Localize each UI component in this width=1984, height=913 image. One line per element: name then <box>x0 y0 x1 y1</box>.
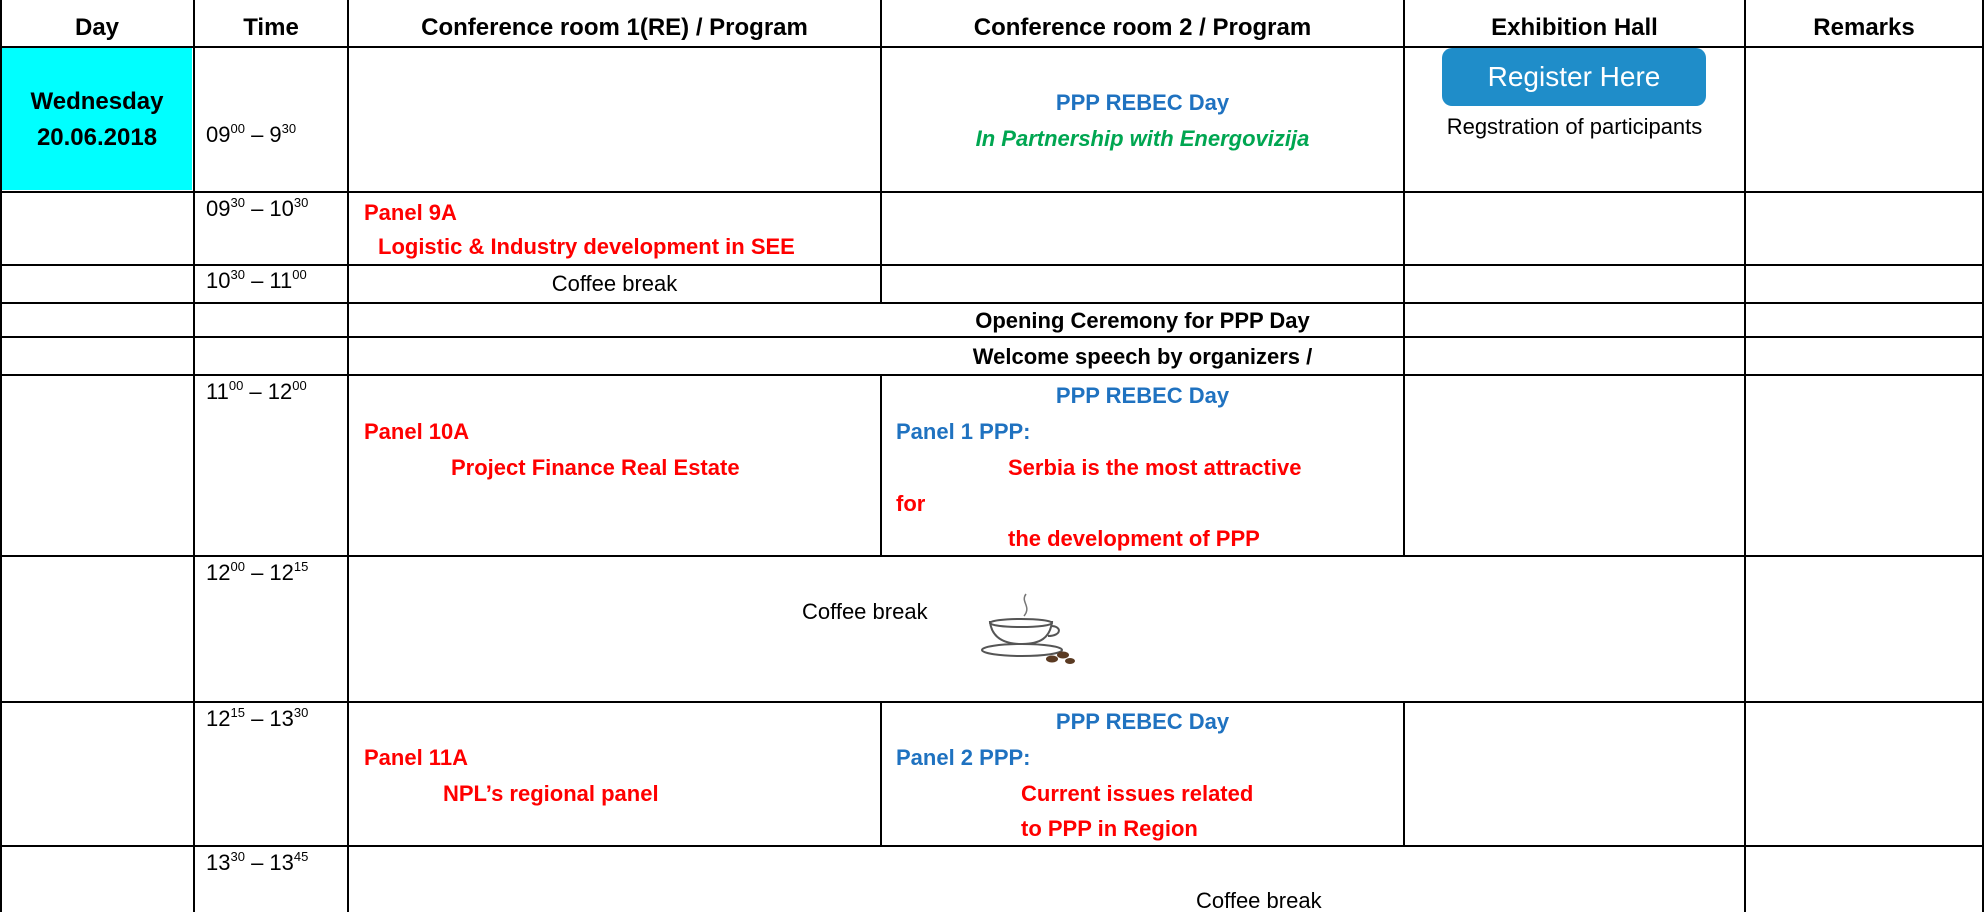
day-weekday: Wednesday <box>30 88 164 115</box>
panel-11a: Panel 11A <box>364 745 468 770</box>
time-slot: 1330 – 1345 <box>206 849 309 875</box>
register-button[interactable]: Register Here <box>1442 48 1706 106</box>
registration-text: Regstration of participants <box>1446 114 1703 139</box>
header-room1: Conference room 1(RE) / Program <box>421 14 808 41</box>
room2-partner: In Partnership with Energovizija <box>975 126 1310 151</box>
coffee-break-text: Coffee break <box>551 271 678 296</box>
panel-1-ppp: Panel 1 PPP: <box>896 419 1031 444</box>
panel-11a-topic: NPL’s regional panel <box>443 781 659 806</box>
header-remarks: Remarks <box>1813 14 1915 41</box>
panel-2-topic-line1: Current issues related <box>1021 781 1254 806</box>
time-slot: 1215 – 1330 <box>206 705 309 731</box>
time-slot: 1200 – 1215 <box>206 559 309 585</box>
panel-10a: Panel 10A <box>364 419 470 444</box>
header-room2: Conference room 2 / Program <box>973 14 1312 41</box>
room2-program-title: PPP REBEC Day <box>1055 709 1230 734</box>
coffee-break-text: Coffee break <box>1196 888 1322 913</box>
panel-9a: Panel 9A <box>364 200 457 225</box>
room2-program-title: PPP REBEC Day <box>1055 90 1230 115</box>
time-slot: 1030 – 1100 <box>206 267 307 293</box>
time-slot: 0900 – 930 <box>206 121 297 147</box>
room2-program-title: PPP REBEC Day <box>1055 383 1230 408</box>
panel-2-ppp: Panel 2 PPP: <box>896 745 1031 770</box>
time-slot: 1100 – 1200 <box>206 378 307 404</box>
panel-1-topic-line1: Serbia is the most attractive <box>1008 455 1302 480</box>
panel-9a-topic: Logistic & Industry development in SEE <box>378 234 795 259</box>
header-day: Day <box>74 14 120 41</box>
time-slot: 0930 – 1030 <box>206 195 309 221</box>
header-exhibition: Exhibition Hall <box>1491 14 1658 41</box>
header-time: Time <box>243 14 299 41</box>
day-cell <box>2 48 192 190</box>
welcome-speech: Welcome speech by organizers / <box>972 344 1313 369</box>
panel-10a-topic: Project Finance Real Estate <box>451 455 740 480</box>
coffee-break-text: Coffee break <box>802 599 928 624</box>
day-date: 20.06.2018 <box>36 124 158 151</box>
panel-1-topic-line2: for <box>896 491 926 516</box>
panel-1-topic-line3: the development of PPP <box>1008 526 1260 551</box>
opening-ceremony: Opening Ceremony for PPP Day <box>975 308 1310 333</box>
coffee-cup-icon <box>978 588 1082 668</box>
panel-2-topic-line2: to PPP in Region <box>1021 816 1198 841</box>
